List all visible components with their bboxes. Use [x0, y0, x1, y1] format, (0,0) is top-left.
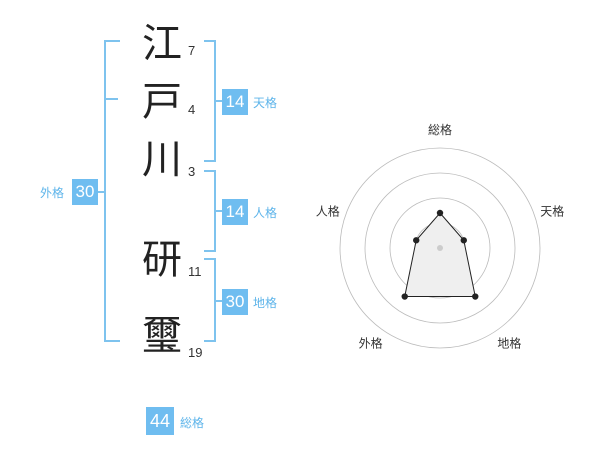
- jinkaku-connector: [214, 210, 222, 212]
- gaikaku-bracket: [104, 40, 120, 342]
- chikaku-label: 地格: [253, 296, 278, 310]
- soukaku-value-badge: 44: [146, 407, 174, 435]
- stroke-count-3: 3: [188, 164, 196, 179]
- radar-grid-ring-4: [339, 147, 541, 349]
- radar-axis-label-4: 外格: [359, 335, 383, 350]
- stroke-count-5: 19: [188, 345, 203, 360]
- radar-point-5: [413, 237, 420, 244]
- stroke-count-4: 11: [188, 264, 202, 279]
- radar-axis-label-5: 人格: [316, 204, 340, 219]
- gaikaku-value-badge: 30: [72, 179, 98, 205]
- tenkaku-connector: [214, 100, 222, 102]
- gaikaku-label: 外格: [40, 186, 65, 200]
- chikaku-connector: [214, 300, 222, 302]
- gaikaku-bracket-mid-tick: [104, 98, 118, 100]
- radar-point-2: [460, 237, 467, 244]
- jinkaku-value-badge: 14: [222, 199, 248, 225]
- radar-point-4: [401, 293, 408, 300]
- radar-axis-label-3: 地格: [497, 335, 521, 350]
- chikaku-value-badge: 30: [222, 289, 248, 315]
- radar-point-3: [472, 293, 479, 300]
- name-character-2: 戸: [142, 79, 182, 125]
- radar-center-dot: [437, 245, 443, 251]
- jinkaku-label: 人格: [253, 206, 278, 220]
- radar-grid-ring-2: [389, 197, 491, 299]
- radar-axis-label-1: 総格: [428, 122, 452, 137]
- radar-value-polygon: [404, 212, 476, 298]
- name-character-1: 江: [142, 21, 182, 67]
- name-character-5: 璽: [142, 313, 182, 359]
- tenkaku-value-badge: 14: [222, 89, 248, 115]
- gaikaku-connector: [96, 191, 105, 193]
- radar-grid-ring-3: [364, 172, 516, 324]
- stroke-count-2: 4: [188, 102, 196, 117]
- stroke-count-1: 7: [188, 43, 196, 58]
- tenkaku-label: 天格: [253, 96, 278, 110]
- soukaku-label: 総格: [180, 416, 205, 430]
- name-character-3: 川: [142, 137, 182, 183]
- radar-axis-label-2: 天格: [540, 204, 564, 219]
- name-character-4: 研: [142, 237, 182, 283]
- radar-point-1: [436, 209, 444, 217]
